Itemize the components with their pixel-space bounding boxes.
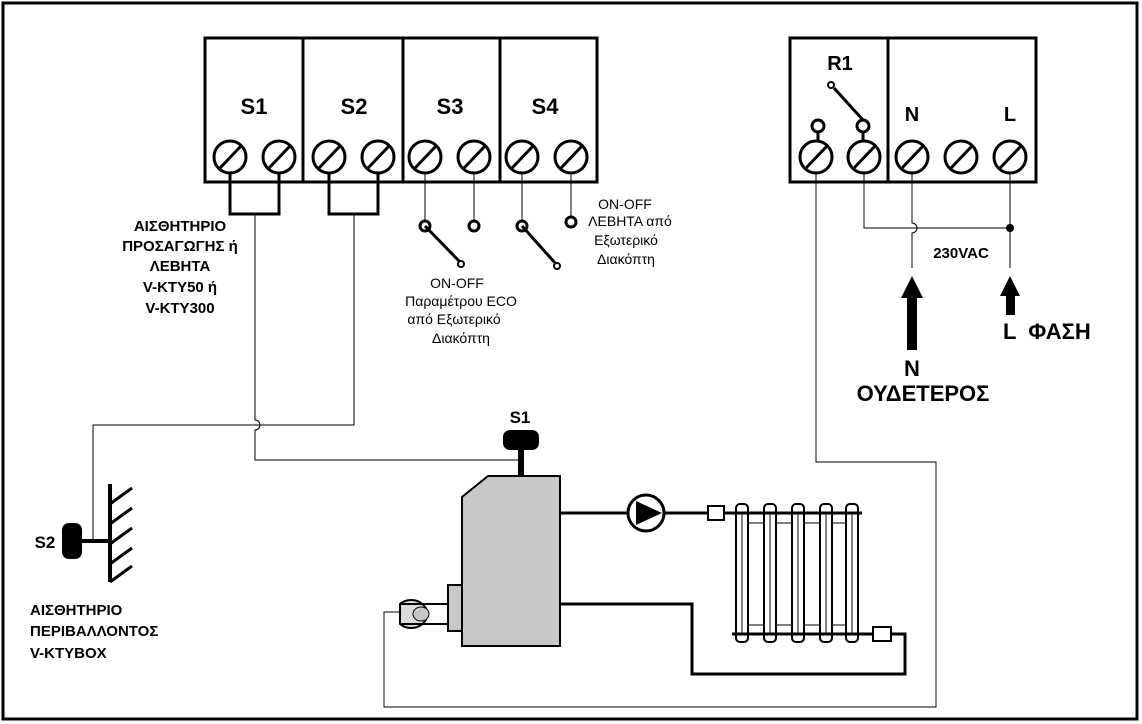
svg-text:ΑΙΣΘΗΤΗΡΙΟ: ΑΙΣΘΗΤΗΡΙΟ — [134, 218, 227, 235]
svg-text:Διακόπτη: Διακόπτη — [432, 330, 490, 346]
screw-terminal-icon — [798, 139, 1028, 175]
svg-text:ΑΙΣΘΗΤΗΡΙΟ: ΑΙΣΘΗΤΗΡΙΟ — [30, 602, 123, 619]
terminal-label-s2: S2 — [341, 94, 368, 119]
s3-switch-wiring — [418, 173, 481, 268]
relay-label: R1 — [827, 53, 853, 75]
line-terminal-label: L — [1004, 104, 1016, 126]
svg-text:ΛΕΒΗΤΑ από: ΛΕΒΗΤΑ από — [588, 213, 672, 229]
valve-icon — [707, 505, 725, 521]
hydraulic-piping — [560, 511, 907, 676]
s4-switch-annotation: ON-OFF ΛΕΒΗΤΑ από Εξωτερικό Διακόπτη — [588, 196, 672, 267]
terminal-block-s1-s4: S1 S2 S3 S4 — [203, 36, 599, 184]
svg-text:ΠΡΟΣΑΓΩΓΗΣ ή: ΠΡΟΣΑΓΩΓΗΣ ή — [122, 238, 238, 255]
terminal-label-s4: S4 — [532, 94, 560, 119]
valve-icon — [872, 626, 892, 642]
svg-text:ON-OFF: ON-OFF — [430, 275, 484, 291]
neutral-word: ΟΥΔΕΤΕΡΟΣ — [857, 381, 990, 406]
svg-text:V-KTY300: V-KTY300 — [145, 300, 214, 317]
svg-text:ΛΕΒΗΤΑ: ΛΕΒΗΤΑ — [150, 258, 211, 275]
boiler-icon — [399, 475, 561, 647]
svg-text:Διακόπτη: Διακόπτη — [597, 251, 655, 267]
s1-s2-sensor-wiring — [92, 174, 521, 540]
room-sensor-annotation: ΑΙΣΘΗΤΗΡΙΟ ΠΕΡΙΒΑΛΛΟΝΤΟΣ V-KTYBOX — [30, 602, 158, 662]
supply-wiring — [383, 173, 1014, 708]
s1-sensor-annotation: ΑΙΣΘΗΤΗΡΙΟ ΠΡΟΣΑΓΩΓΗΣ ή ΛΕΒΗΤΑ V-KTY50 ή… — [122, 218, 238, 317]
neutral-arrow-icon — [901, 276, 923, 350]
svg-text:από Εξωτερικό: από Εξωτερικό — [407, 311, 500, 327]
terminal-label-s3: S3 — [437, 94, 464, 119]
svg-text:V-KTYBOX: V-KTYBOX — [30, 645, 107, 662]
svg-text:V-KTY50 ή: V-KTY50 ή — [143, 279, 217, 296]
svg-text:Παραμέτρου ECO: Παραμέτρου ECO — [405, 293, 517, 309]
pump-icon — [626, 493, 666, 533]
relay-contact-icon — [810, 81, 871, 143]
room-sensor-icon — [62, 484, 133, 584]
room-sensor-label: S2 — [35, 533, 56, 552]
terminal-label-s1: S1 — [241, 94, 268, 119]
boiler-sensor-label: S1 — [510, 408, 531, 427]
phase-label: L ΦΑΣΗ — [1003, 319, 1091, 344]
svg-text:ON-OFF: ON-OFF — [598, 196, 652, 212]
neutral-terminal-label: N — [905, 104, 919, 126]
phase-arrow-icon — [1000, 276, 1020, 315]
s3-switch-annotation: ON-OFF Παραμέτρου ECO από Εξωτερικό Διακ… — [405, 275, 517, 346]
boiler-sensor-s1 — [503, 430, 539, 476]
radiator-icon — [732, 503, 862, 643]
s4-switch-wiring — [515, 173, 578, 270]
supply-voltage-label: 230VAC — [933, 245, 989, 262]
screw-terminal-icon — [212, 139, 589, 175]
svg-text:Εξωτερικό: Εξωτερικό — [594, 232, 658, 248]
svg-text:ΠΕΡΙΒΑΛΛΟΝΤΟΣ: ΠΕΡΙΒΑΛΛΟΝΤΟΣ — [30, 623, 158, 640]
neutral-letter: N — [904, 356, 920, 381]
terminal-block-relay-supply: R1 N L — [788, 36, 1038, 184]
